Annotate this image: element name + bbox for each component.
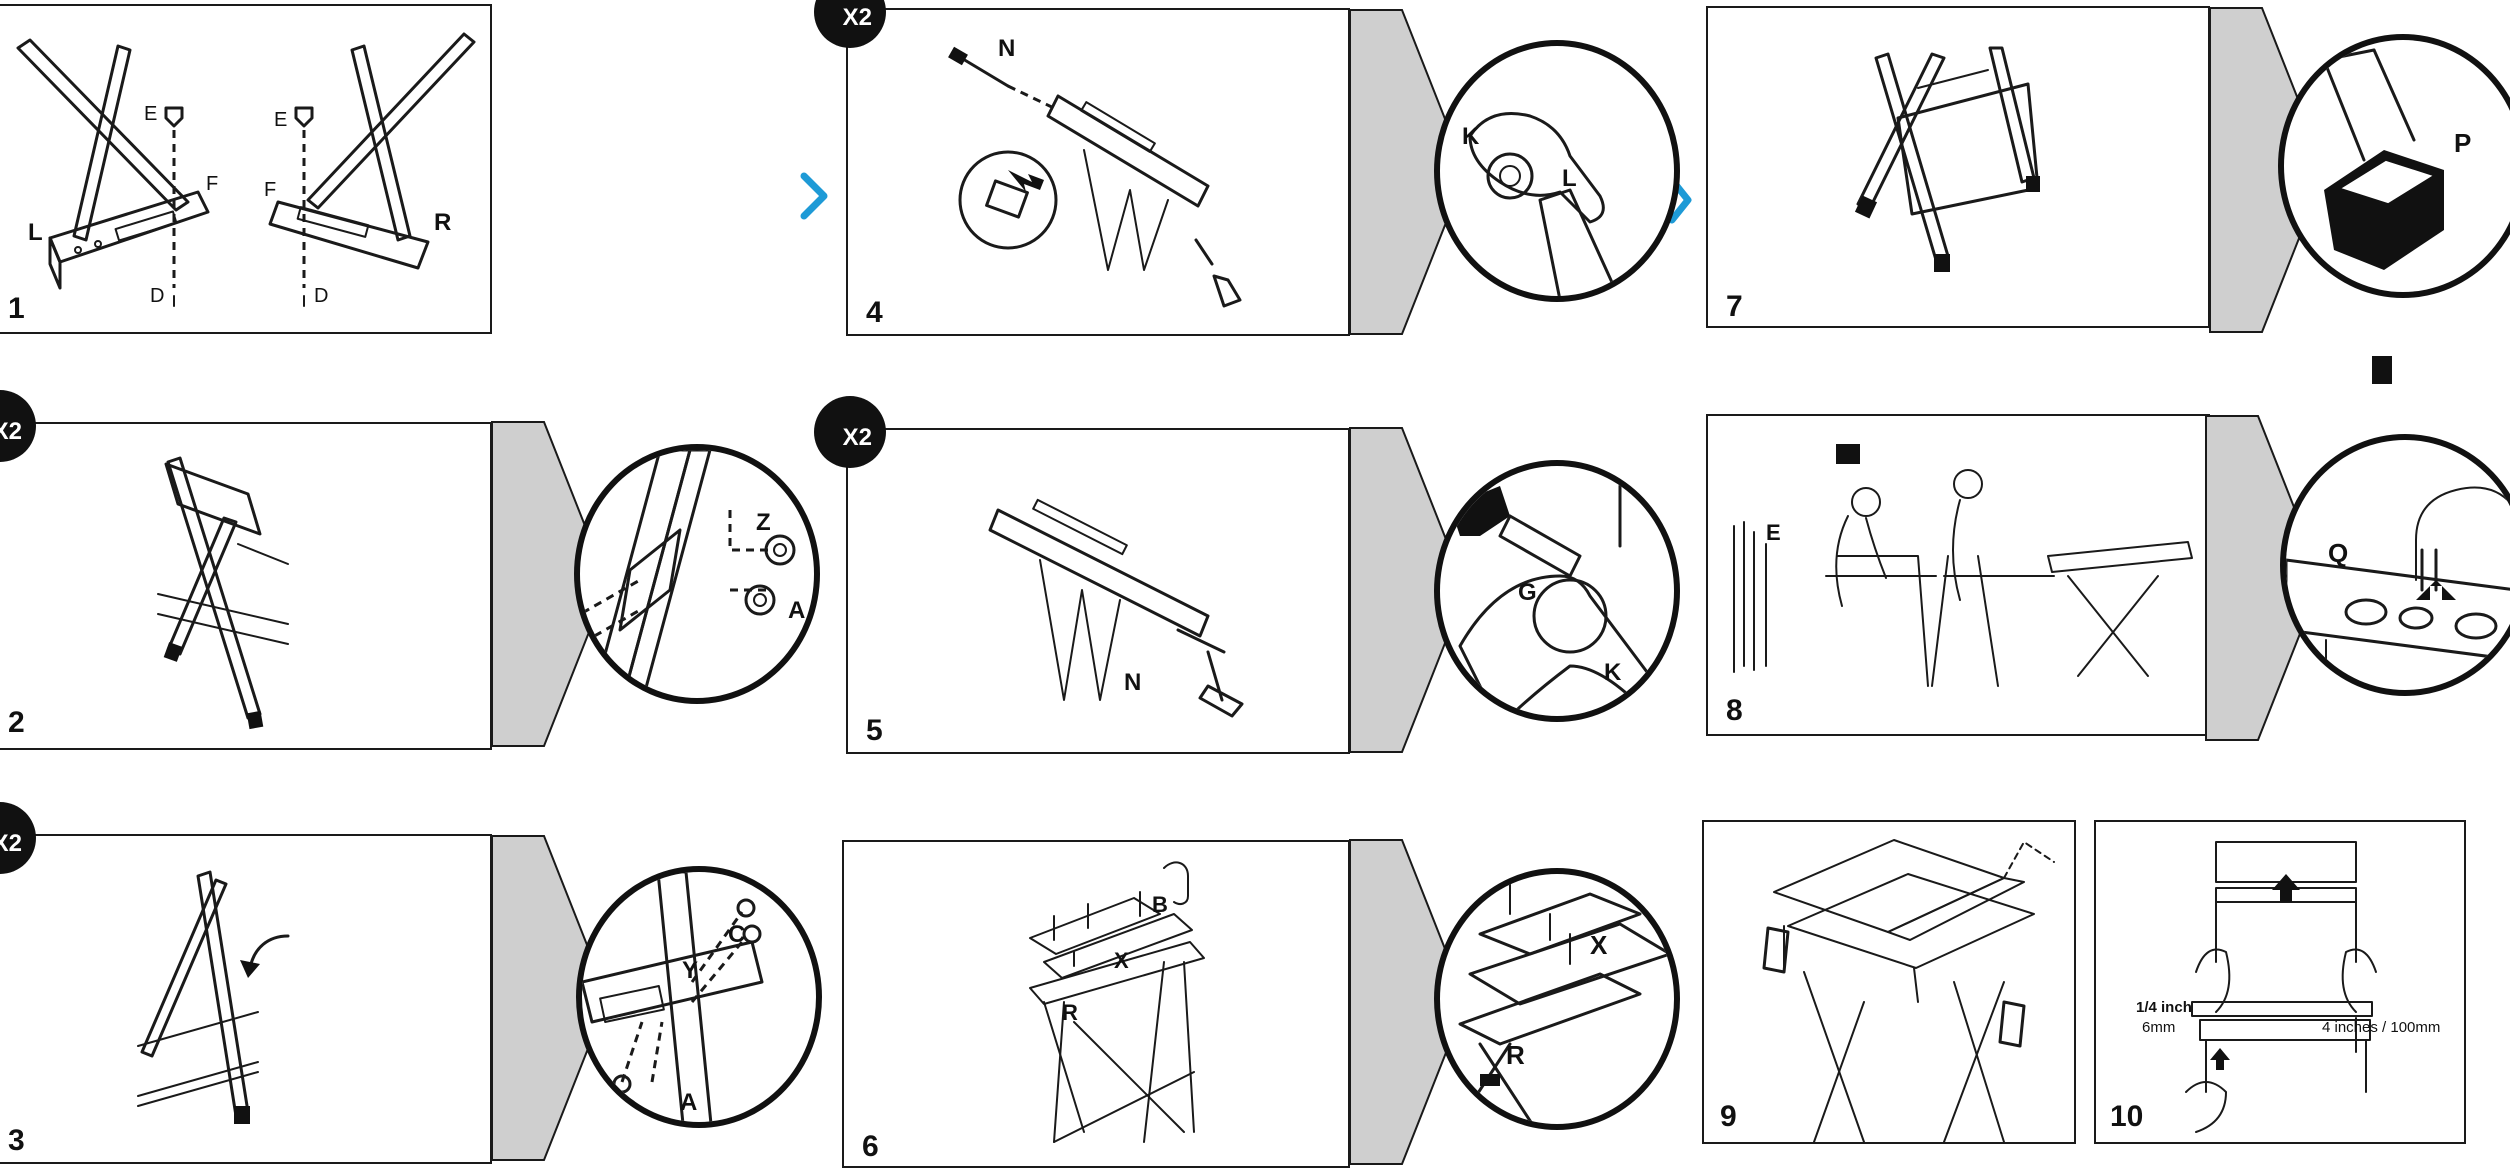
label-f-left: F	[206, 173, 218, 195]
label-d-right: D	[314, 285, 328, 307]
label-x-zoom: X	[1590, 930, 1608, 960]
step-number: 5	[866, 714, 883, 747]
step-7-panel: 7	[1706, 6, 2210, 328]
step-5-illustration: N	[988, 498, 1244, 718]
label-f-right: F	[264, 179, 276, 201]
step-8-pointer-arrow	[2205, 415, 2324, 741]
step-6-pointer-arrow	[1349, 839, 1468, 1165]
label-e-left: E	[144, 103, 157, 125]
step-9-panel: 9	[1702, 820, 2076, 1144]
step-7-zoom-circle: P	[2278, 34, 2510, 298]
label-r-zoom: R	[1506, 1040, 1525, 1070]
label-g: G	[1518, 579, 1537, 606]
down-arrow-icon	[2416, 580, 2456, 600]
label-b: B	[1152, 892, 1168, 917]
label-quarter-inch: 1/4 inch	[2136, 999, 2192, 1016]
x2-badge: X2	[814, 396, 886, 468]
step-5-panel: X2 N 5	[814, 396, 1350, 754]
step-3-pointer-arrow	[491, 835, 610, 1161]
step-8-zoom-circle: Q	[2280, 434, 2510, 696]
label-q: Q	[2328, 538, 2348, 568]
up-arrow-icon	[2210, 1048, 2230, 1070]
step-4-panel: X2 N 4	[814, 0, 1350, 336]
label-k: K	[1462, 123, 1480, 150]
step-5-zoom-circle: G K	[1434, 460, 1680, 722]
label-e-right: E	[274, 109, 287, 131]
label-r: R	[1062, 1000, 1078, 1025]
step-number: 1	[8, 292, 25, 325]
step-4-pointer-arrow	[1349, 9, 1468, 335]
step-2-illustration	[157, 456, 289, 730]
label-n: N	[1124, 669, 1141, 696]
label-a: A	[680, 1089, 697, 1116]
step-number: 3	[8, 1124, 25, 1157]
label-c: C	[728, 921, 745, 948]
step-3-panel: X2 3	[0, 802, 492, 1164]
step-number: 2	[8, 706, 25, 739]
step-number: 6	[862, 1130, 879, 1163]
step-7-illustration	[1854, 46, 2040, 272]
chevron-right-icon	[800, 172, 828, 220]
step-1-panel: E E F F L R D D 1	[0, 4, 492, 334]
step-1-illustration: E E F F L R D D	[16, 32, 476, 307]
label-p: P	[2454, 128, 2471, 158]
label-6mm: 6mm	[2142, 1019, 2175, 1036]
step-9-illustration	[1762, 839, 2055, 1143]
step-2-pointer-arrow	[491, 421, 610, 747]
step-4-zoom-circle: K L	[1434, 40, 1680, 302]
step-8-panel: E 8	[1706, 414, 2210, 736]
step-6-illustration: B X R	[1029, 861, 1205, 1143]
step-number: 10	[2110, 1100, 2144, 1133]
step-number: 4	[866, 296, 883, 329]
label-r: R	[434, 209, 451, 236]
label-l: L	[1562, 165, 1577, 192]
label-a: A	[788, 597, 805, 624]
label-y: Y	[682, 957, 698, 984]
up-arrow-icon	[2272, 874, 2300, 902]
step-2-zoom-circle: Z A	[574, 444, 820, 704]
step-10-panel: 1/4 inch 6mm 4 inches / 100mm 10	[2094, 820, 2466, 1144]
step-4-illustration: N	[948, 35, 1242, 308]
label-k: K	[1604, 659, 1622, 686]
step-10-illustration: 1/4 inch 6mm 4 inches / 100mm	[2136, 841, 2440, 1133]
step-5-pointer-arrow	[1349, 427, 1468, 753]
label-d-left: D	[150, 285, 164, 307]
label-e: E	[1766, 520, 1781, 545]
step-2-panel: X2 2	[0, 390, 492, 750]
label-n: N	[998, 35, 1015, 62]
step-7-pointer-arrow	[2209, 7, 2328, 333]
step-3-zoom-circle: C Y A	[576, 866, 822, 1128]
step-number: 9	[1720, 1100, 1737, 1133]
step-number: 7	[1726, 290, 1743, 323]
step-6-zoom-circle: X R	[1434, 868, 1680, 1130]
label-4-inches: 4 inches / 100mm	[2322, 1019, 2440, 1036]
step-number: 8	[1726, 694, 1743, 727]
label-z: Z	[756, 509, 771, 536]
label-x: X	[1114, 948, 1129, 973]
step-3-illustration	[137, 870, 290, 1124]
step-8-illustration: E	[1733, 444, 2193, 687]
step-8-indicator-square	[2372, 356, 2392, 384]
step-6-panel: B X R 6	[842, 840, 1350, 1168]
label-l: L	[28, 219, 43, 246]
